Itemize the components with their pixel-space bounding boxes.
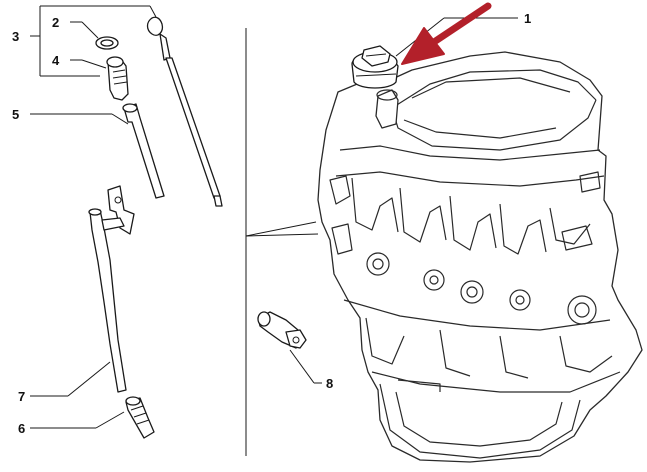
sleeve-part	[30, 396, 155, 439]
assembly-bracket	[245, 28, 319, 456]
dipstick-tube-part	[30, 185, 135, 397]
callout-label-4: 4	[52, 53, 60, 68]
callout-label-7: 7	[18, 389, 25, 404]
callout-label-1: 1	[524, 11, 531, 26]
o-ring-part	[70, 21, 119, 50]
dipstick-part	[146, 5, 223, 207]
threaded-insert-part	[70, 56, 129, 101]
callout-label-8: 8	[326, 376, 333, 391]
callout-label-3: 3	[12, 29, 19, 44]
group-bracket-3	[30, 5, 150, 77]
callout-label-2: 2	[52, 15, 59, 30]
guide-tube-part	[30, 103, 165, 199]
engine-block	[317, 51, 643, 463]
callout-label-6: 6	[18, 421, 25, 436]
callout-label-5: 5	[12, 107, 19, 122]
highlight-arrow	[401, 2, 492, 65]
oil-pressure-sensor-part	[257, 311, 322, 384]
oil-filler-cap-part	[351, 17, 518, 89]
